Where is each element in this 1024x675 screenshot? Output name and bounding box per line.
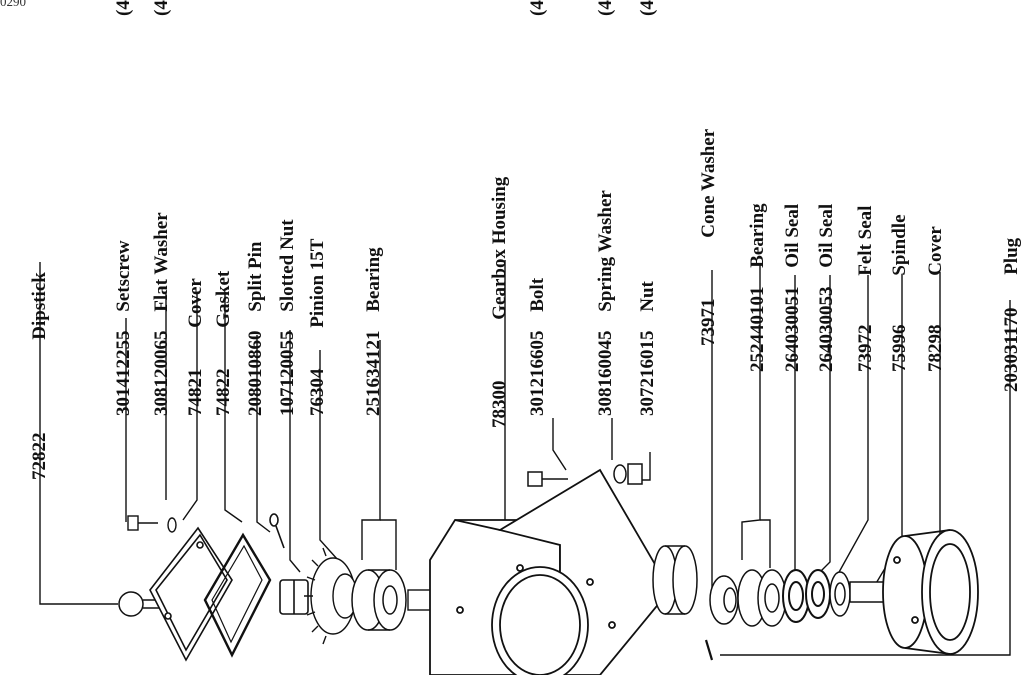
part-number: 208010860: [245, 330, 266, 417]
split-pin-part: [269, 513, 285, 549]
part-number: 251634121: [363, 330, 384, 417]
bolt-part: [527, 471, 568, 487]
bearing-2-part: [737, 569, 787, 627]
part-number: 73971: [698, 298, 719, 347]
spring-washer-nut-part: [613, 463, 643, 485]
gearbox-housing-part: [429, 468, 672, 675]
part-number: 264030051: [782, 286, 803, 373]
part-qty: (4): [637, 0, 658, 16]
part-name: Spindle: [889, 214, 910, 276]
part-label-felt-seal: 73972 Felt Seal: [854, 206, 878, 372]
part-number: 73972: [855, 324, 876, 373]
part-name: Pinion 15T: [307, 238, 328, 328]
part-number: 76304: [307, 368, 328, 417]
part-label-housing: 78300 Gearbox Housing: [488, 177, 512, 428]
part-name: Cone Washer: [698, 128, 719, 238]
part-number: 307216015: [637, 330, 658, 417]
part-qty: (4): [527, 0, 548, 16]
part-label-cover-top: 74821 Cover: [184, 278, 208, 416]
part-number: 252440101: [747, 286, 768, 373]
cover-top-part: [149, 526, 233, 662]
part-label-bolt: 301216605 Bolt (4): [526, 0, 550, 417]
part-qty: (4): [151, 0, 172, 16]
part-qty: (4): [595, 0, 616, 16]
part-label-split-pin: 208010860 Split Pin: [244, 242, 268, 416]
part-name: Oil Seal: [816, 203, 837, 268]
part-label-bearing-2: 252440101 Bearing: [746, 203, 770, 372]
part-name: Plug: [1001, 237, 1022, 275]
part-name: Cover: [185, 278, 206, 328]
part-number: 74821: [185, 368, 206, 417]
part-number: 308120065: [151, 330, 172, 417]
part-name: Bearing: [747, 203, 768, 268]
bearing-1-part: [351, 569, 407, 631]
part-label-plug: 203031170 Plug: [1000, 238, 1024, 392]
part-name: Split Pin: [245, 241, 266, 312]
assembly-name: Dipstick: [29, 272, 50, 340]
assembly-label: 72822 Dipstick: [28, 272, 52, 480]
part-name: Slotted Nut: [277, 219, 298, 312]
part-label-cone-washer: 73971 Cone Washer: [697, 129, 721, 346]
part-label-oil-seal-1: 264030051 Oil Seal: [781, 204, 805, 372]
part-number: 74822: [213, 368, 234, 417]
part-number: 203031170: [1001, 307, 1022, 392]
part-name: Bearing: [363, 247, 384, 312]
cover-bottom-part: [882, 529, 979, 655]
part-name: Felt Seal: [855, 205, 876, 276]
part-number: 75996: [889, 324, 910, 373]
part-name: Oil Seal: [782, 203, 803, 268]
felt-seal-part: [829, 571, 851, 617]
part-label-spring-washer: 308160045 Spring Washer (4): [594, 0, 618, 417]
part-label-bearing-1: 251634121 Bearing: [362, 247, 386, 416]
part-number: 301412255: [113, 330, 134, 417]
part-label-pinion: 76304 Pinion 15T: [306, 239, 330, 416]
corner-fragment: 0290: [0, 0, 26, 9]
part-label-cover-bottom: 78298 Cover: [924, 226, 948, 372]
part-name: Setscrew: [113, 240, 134, 312]
part-label-spindle: 75996 Spindle: [888, 214, 912, 372]
part-number: 107120055: [277, 330, 298, 417]
part-label-slotted-nut: 107120055 Slotted Nut: [276, 219, 300, 416]
part-number: 78300: [489, 380, 510, 429]
part-name: Cover: [925, 226, 946, 276]
part-name: Spring Washer: [595, 190, 616, 312]
part-name: Gasket: [213, 270, 234, 328]
part-number: 301216605: [527, 330, 548, 417]
gasket-part: [203, 532, 272, 658]
oil-seal-2-part: [805, 569, 831, 619]
output-collar-part: [652, 545, 698, 615]
part-label-gasket: 74822 Gasket: [212, 271, 236, 416]
plug-part: [704, 639, 714, 661]
part-label-nut: 307216015 Nut (4): [636, 0, 660, 417]
part-number: 308160045: [595, 330, 616, 417]
part-number: 78298: [925, 324, 946, 373]
assembly-number: 72822: [29, 432, 50, 481]
part-number: 264030053: [816, 286, 837, 373]
part-label-oil-seal-2: 264030053 Oil Seal: [815, 204, 839, 372]
pinion-gear-part: [304, 547, 358, 645]
part-label-setscrew: 301412255 Setscrew (4): [112, 0, 136, 417]
part-name: Flat Washer: [151, 212, 172, 312]
part-label-flat-washer: 308120065 Flat Washer (4): [150, 0, 174, 417]
slotted-nut-part: [279, 579, 309, 615]
cone-washer-part: [709, 575, 739, 625]
part-name: Bolt: [527, 277, 548, 312]
part-name: Gearbox Housing: [489, 176, 510, 320]
part-name: Nut: [637, 281, 658, 312]
setscrew-part: [127, 515, 177, 533]
part-qty: (4): [113, 0, 134, 16]
